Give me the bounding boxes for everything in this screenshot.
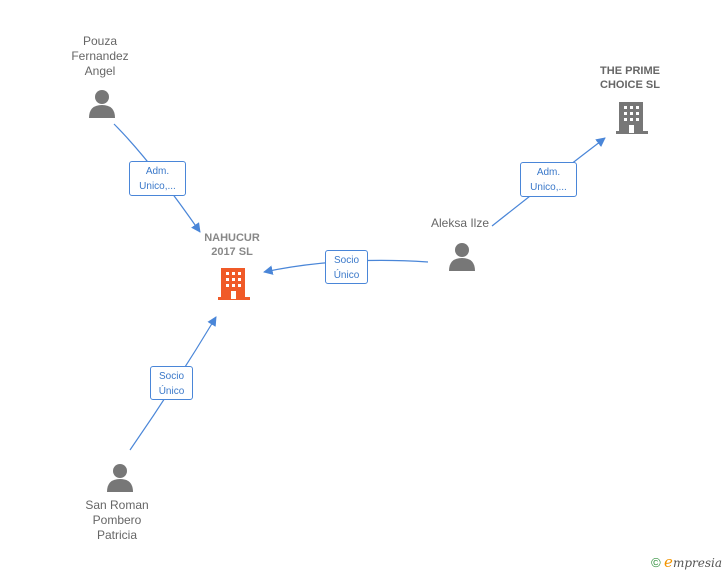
copyright-icon: © [651,555,661,570]
node-label-prime[interactable]: THE PRIME CHOICE SL [600,65,660,91]
node-label-nahucur[interactable]: NAHUCUR 2017 SL [204,232,260,258]
brand-logo: © empresia [651,553,722,571]
person-icon[interactable] [88,89,116,119]
building-icon-focus[interactable] [218,266,250,301]
edge-label-aleksa-prime[interactable]: Adm. Unico,... [520,162,577,197]
node-label-sanroman[interactable]: San Roman Pombero Patricia [85,498,149,542]
edge-label-aleksa-nahucur[interactable]: Socio Único [325,250,368,284]
building-icon[interactable] [616,100,648,134]
edge-label-sanroman-nahucur[interactable]: Socio Único [150,366,193,400]
brand-e: e [664,553,673,571]
edge-label-pouza-nahucur[interactable]: Adm. Unico,... [129,161,186,196]
person-icon[interactable] [106,463,134,493]
node-label-aleksa[interactable]: Aleksa Ilze [430,216,490,230]
brand-name: mpresia [672,556,722,570]
node-label-pouza[interactable]: Pouza Fernandez Angel [71,34,129,78]
person-icon[interactable] [448,242,476,272]
